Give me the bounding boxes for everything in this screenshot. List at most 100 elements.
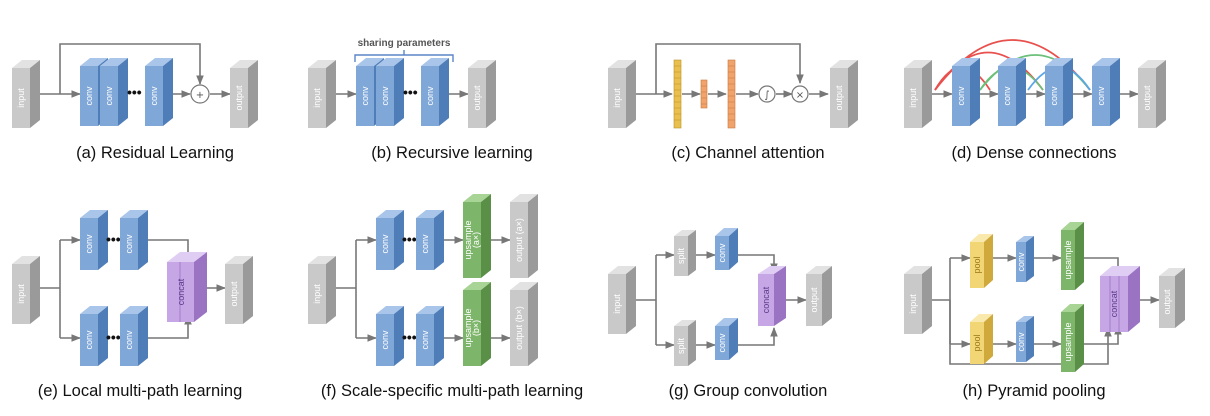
input-block: input <box>608 60 636 128</box>
branch-lines <box>336 240 357 338</box>
branch-lines <box>932 258 951 344</box>
conv-block: conv <box>80 306 108 366</box>
output-label: output <box>834 85 844 111</box>
panel-pyramid-pooling: input pool pool conv conv <box>904 222 1185 400</box>
output-label: output <box>472 85 482 111</box>
conv-block: conv <box>120 306 148 366</box>
input-label: input <box>312 284 322 304</box>
multiply-node: × <box>791 85 809 103</box>
output-block: output <box>806 266 832 326</box>
input-label: input <box>908 294 918 314</box>
pool-block: pool <box>970 234 993 288</box>
output-label: output (a×) <box>514 218 524 262</box>
caption: (b) Recursive learning <box>371 144 532 162</box>
upsample-block: upsample (b×) <box>463 282 491 366</box>
input-block: input <box>904 60 932 128</box>
upsample-scale-label: (b×) <box>471 320 481 336</box>
conv-label: conv <box>84 330 94 350</box>
panel-local-multi-path-learning: input conv ••• conv conv ••• conv <box>12 210 253 400</box>
conv-block: conv <box>715 228 738 270</box>
upsample-scale-label: (a×) <box>471 232 481 248</box>
conv-block: conv <box>952 58 980 126</box>
conv-block: conv <box>145 58 173 126</box>
pool-block: pool <box>970 314 993 364</box>
conv-label: conv <box>360 86 370 106</box>
caption: (c) Channel attention <box>671 144 824 162</box>
split-block: split <box>674 230 696 276</box>
sigmoid-symbol: ∫ <box>764 90 769 101</box>
output-block: output (a×) <box>510 194 538 278</box>
output-block: output (b×) <box>510 282 538 366</box>
conv-label: conv <box>1002 86 1012 106</box>
output-label: output <box>1142 85 1152 111</box>
output-block: output <box>830 60 858 128</box>
pool-label: pool <box>972 256 982 273</box>
caption: (f) Scale-specific multi-path learning <box>321 382 583 400</box>
upsample-label: upsample <box>1063 240 1073 279</box>
input-label: input <box>612 294 622 314</box>
concat-block: concat <box>1100 266 1140 332</box>
conv-label: conv <box>1016 332 1026 352</box>
panel-channel-attention: input ∫ × output (c) Channel attenti <box>608 43 858 162</box>
conv-block: conv <box>421 58 449 126</box>
sharing-parameters-label: sharing parameters <box>358 38 451 49</box>
conv-block: conv <box>416 306 444 366</box>
caption: (a) Residual Learning <box>76 144 234 162</box>
conv-label: conv <box>149 86 159 106</box>
merge-arrow <box>148 315 192 339</box>
conv-label: conv <box>425 86 435 106</box>
conv-block: conv <box>1016 236 1034 282</box>
conv-label: conv <box>717 243 727 263</box>
output-block: output <box>1159 268 1185 328</box>
caption: (d) Dense connections <box>951 144 1116 162</box>
conv-block: conv <box>80 210 108 270</box>
conv-label: conv <box>1016 252 1026 272</box>
upsample-label: upsample <box>463 308 473 347</box>
reduced-vector <box>700 79 708 109</box>
upsample-block: upsample (a×) <box>463 194 491 278</box>
times-symbol: × <box>796 90 804 101</box>
conv-block: conv <box>100 58 128 126</box>
skip-connection <box>949 300 1112 365</box>
conv-label: conv <box>420 234 430 254</box>
output-label: output <box>809 287 819 313</box>
ellipsis: ••• <box>402 329 417 345</box>
output-label: output (b×) <box>514 306 524 350</box>
plus-symbol: + <box>196 90 204 101</box>
conv-label: conv <box>84 86 94 106</box>
input-block: input <box>904 266 932 334</box>
input-block: input <box>308 256 336 324</box>
input-label: input <box>612 88 622 108</box>
panel-group-convolution: input split split conv conv <box>608 228 832 400</box>
concat-block: concat <box>167 252 207 322</box>
output-block: output <box>468 60 496 128</box>
output-label: output <box>234 85 244 111</box>
caption: (g) Group convolution <box>669 382 828 400</box>
conv-label: conv <box>420 330 430 350</box>
upsample-label: upsample <box>463 220 473 259</box>
panel-residual-learning: input conv conv ••• conv + <box>12 43 258 162</box>
conv-label: conv <box>84 234 94 254</box>
input-block: input <box>12 60 40 128</box>
output-block: output <box>1138 60 1166 128</box>
output-block: output <box>230 60 258 128</box>
ellipsis: ••• <box>127 84 142 100</box>
conv-block: conv <box>715 318 738 360</box>
concat-label: concat <box>761 286 771 313</box>
pooled-vector <box>673 59 682 129</box>
branch-lines <box>40 240 61 338</box>
conv-label: conv <box>1096 86 1106 106</box>
split-block: split <box>674 320 696 366</box>
conv-block: conv <box>376 58 404 126</box>
conv-block: conv <box>376 210 404 270</box>
input-block: input <box>308 60 336 128</box>
conv-label: conv <box>956 86 966 106</box>
conv-block: conv <box>998 58 1026 126</box>
upsample-label: upsample <box>1063 322 1073 361</box>
split-label: split <box>676 248 686 265</box>
conv-block: conv <box>1016 316 1034 362</box>
conv-block: conv <box>120 210 148 270</box>
caption: (e) Local multi-path learning <box>38 382 243 400</box>
output-block: output <box>225 256 253 324</box>
